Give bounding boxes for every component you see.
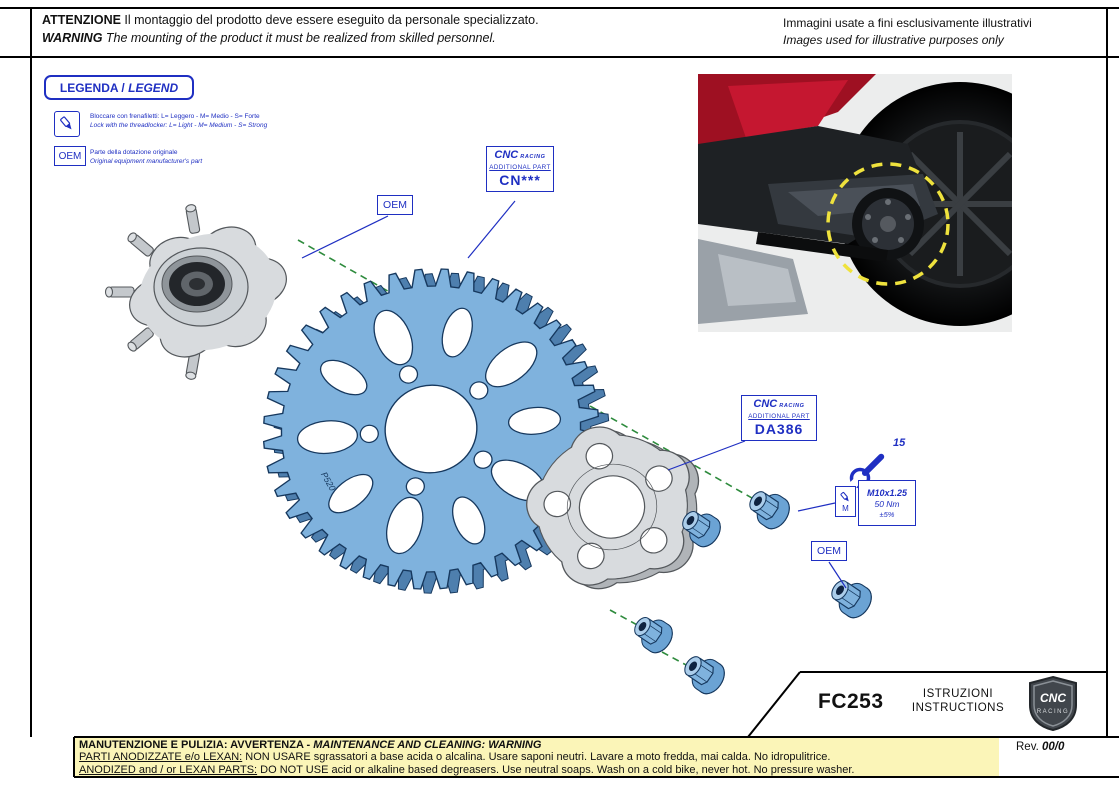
frame-lines — [0, 7, 1119, 778]
additional-part-label: ADDITIONAL PART — [489, 164, 551, 171]
nut-oem-label: OEM — [811, 541, 847, 561]
leader-lines — [301, 200, 847, 589]
oem-legend-en: Original equipment manufacturer's part — [90, 157, 203, 165]
nut-oem-text: OEM — [817, 545, 841, 557]
warning-label-en: WARNING — [42, 31, 103, 45]
sprocket-carrier-plate — [526, 426, 700, 590]
wrench-size-label: 15 — [893, 437, 906, 449]
revision-label: Rev. — [1016, 741, 1039, 753]
flanged-nut — [749, 491, 790, 530]
legend-title-it: LEGENDA / — [59, 80, 125, 95]
warning-label-it: ATTENZIONE — [42, 13, 121, 27]
document-code: FC253 — [818, 690, 884, 713]
threadlocker-legend-text: Bloccare con frenafiletti: L= Leggero - … — [90, 113, 267, 130]
hub-stud — [127, 232, 154, 257]
threadlocker-legend-en: Lock with the threadlocker: L= Light - M… — [90, 121, 268, 129]
sprocket-part-code: CN*** — [499, 172, 541, 188]
hub-oem-text: OEM — [383, 199, 407, 211]
torque-tolerance: ±5% — [879, 509, 895, 519]
hub-stud — [127, 327, 154, 352]
legend-title-box: LEGENDA / LEGEND — [44, 75, 194, 100]
oem-legend-text: Parte della dotazione originale Original… — [90, 149, 202, 166]
legend-oem-box: OEM — [54, 146, 86, 166]
brand-cnc: CNC — [494, 149, 519, 161]
threadlocker-pen-icon — [840, 491, 849, 501]
anodized-text-it: NON USARE sgrassatori a base acida o alc… — [242, 751, 831, 764]
anodized-label-en: ANODIZED and / or LEXAN PARTS: — [79, 763, 258, 776]
torque-value: 50 Nm — [874, 498, 900, 509]
threadlocker-legend-it: Bloccare con frenafiletti: L= Leggero - … — [90, 113, 260, 120]
hub-stud — [185, 204, 201, 234]
brand-racing: RACING — [520, 154, 546, 160]
instructions-it: ISTRUZIONI — [922, 688, 994, 700]
warning-text-it: Il montaggio del prodotto deve essere es… — [124, 13, 539, 27]
sprocket: P520 — [262, 268, 610, 594]
maintenance-title-it: MANUTENZIONE E PULIZIA: AVVERTENZA - — [79, 739, 314, 751]
legend-title-en: LEGEND — [128, 80, 179, 95]
flanged-nut — [684, 656, 725, 695]
threadlocker-strength-box: M — [835, 486, 856, 517]
threadlocker-strength: M — [842, 503, 849, 513]
thread-spec: M10x1.25 — [866, 487, 908, 498]
brand-racing: RACING — [779, 403, 805, 409]
anodized-text-en: DO NOT USE acid or alkaline based degrea… — [257, 763, 855, 776]
flanged-nut — [831, 580, 872, 619]
illustrative-note-it: Immagini usate a fini esclusivamente ill… — [783, 16, 1032, 30]
maintenance-title-en: MAINTENANCE AND CLEANING: WARNING — [313, 739, 542, 751]
carrier-part-code: DA386 — [754, 421, 804, 437]
additional-part-label: ADDITIONAL PART — [748, 413, 810, 420]
photo-highlight-circle — [826, 162, 950, 286]
warning-block: ATTENZIONE Il montaggio del prodotto dev… — [42, 11, 539, 47]
instructions-en: INSTRUCTIONS — [911, 702, 1005, 714]
legend-oem-label: OEM — [58, 150, 82, 162]
instructions-label: ISTRUZIONI INSTRUCTIONS — [908, 687, 1008, 715]
threadlocker-pen-icon — [60, 116, 72, 130]
hub-stud — [104, 286, 135, 298]
oem-legend-it: Parte della dotazione originale — [90, 149, 178, 156]
flanged-nut — [634, 617, 673, 654]
product-photo — [698, 74, 1012, 332]
brand-cnc: CNC — [753, 398, 778, 410]
maintenance-warning: MANUTENZIONE E PULIZIA: AVVERTENZA - MAI… — [79, 739, 997, 776]
torque-spec-box: M10x1.25 50 Nm ±5% — [858, 480, 916, 526]
maintenance-warning-bg — [75, 738, 999, 776]
anodized-label-it: PARTI ANODIZZATE e/o LEXAN: — [79, 751, 243, 764]
cnc-racing-shield-logo: CNC RACING — [1029, 675, 1077, 731]
flanged-nut — [682, 511, 721, 548]
warning-text-en: The mounting of the product it must be r… — [105, 31, 496, 45]
logo-racing-text: RACING — [1037, 709, 1069, 715]
revision-value: 00/0 — [1042, 741, 1065, 753]
hub-carrier — [104, 204, 287, 380]
illustrative-note: Immagini usate a fini esclusivamente ill… — [783, 15, 1032, 49]
illustrative-note-en: Images used for illustrative purposes on… — [783, 33, 1004, 47]
threadlocker-icon-box — [54, 111, 80, 137]
hub-oem-label: OEM — [377, 195, 413, 215]
revision: Rev. 00/0 — [1016, 741, 1064, 753]
logo-cnc-text: CNC — [1040, 691, 1066, 705]
